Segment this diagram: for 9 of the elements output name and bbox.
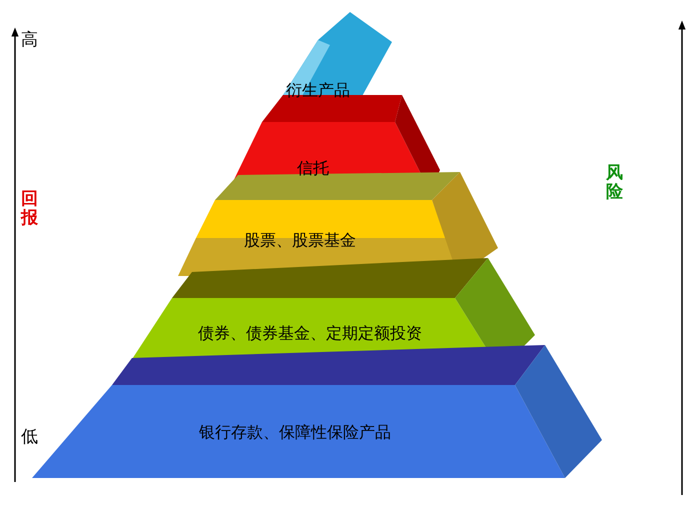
layer-label: 衍生产品 bbox=[286, 80, 350, 100]
layer-label: 股票、股票基金 bbox=[244, 230, 356, 250]
layer-label: 债券、债券基金、定期定额投资 bbox=[198, 323, 422, 343]
axis-end-label: 低 bbox=[21, 428, 38, 447]
axis-title: 风险 bbox=[606, 164, 623, 202]
layer-label: 信托 bbox=[297, 158, 329, 178]
layer-label: 银行存款、保障性保险产品 bbox=[199, 422, 391, 442]
axis-title: 回报 bbox=[21, 190, 38, 228]
axis-end-label: 高 bbox=[21, 31, 38, 50]
